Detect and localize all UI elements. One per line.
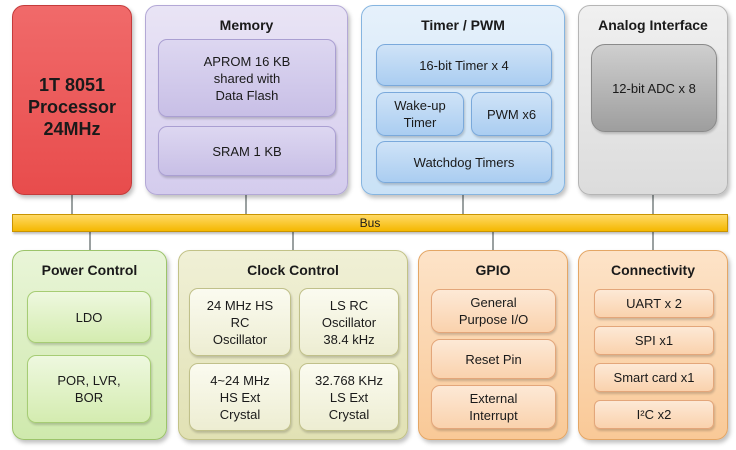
clock-hs-rc: 24 MHz HS RC Oscillator [189,288,291,356]
connector-clock [292,232,294,250]
connector-processor [71,195,73,214]
power-title: Power Control [41,262,138,278]
connectivity-i2c: I²C x2 [594,400,714,429]
connectivity-block: Connectivity UART x 2 SPI x1 Smart card … [578,250,728,440]
clock-ls-ext: 32.768 KHz LS Ext Crystal [299,363,399,431]
analog-block: Analog Interface 12-bit ADC x 8 [578,5,728,195]
analog-adc: 12-bit ADC x 8 [591,44,717,132]
memory-aprom: APROM 16 KB shared with Data Flash [158,39,336,117]
clock-title: Clock Control [247,262,339,278]
system-bus: Bus [12,214,728,232]
connectivity-title: Connectivity [610,262,695,278]
gpio-reset-pin: Reset Pin [431,339,556,379]
timer-watchdog: Watchdog Timers [376,141,552,183]
connector-gpio [492,232,494,250]
connector-connectivity [652,232,654,250]
gpio-general-purpose: General Purpose I/O [431,289,556,333]
timer-pwm: PWM x6 [471,92,552,136]
clock-hs-ext: 4~24 MHz HS Ext Crystal [189,363,291,431]
gpio-external-interrupt: External Interrupt [431,385,556,429]
clock-ls-rc: LS RC Oscillator 38.4 kHz [299,288,399,356]
processor-block: 1T 8051 Processor 24MHz [12,5,132,195]
clock-block: Clock Control 24 MHz HS RC Oscillator LS… [178,250,408,440]
analog-title: Analog Interface [598,17,708,33]
memory-title: Memory [219,17,274,33]
timer-block: Timer / PWM 16-bit Timer x 4 Wake-up Tim… [361,5,565,195]
power-ldo: LDO [27,291,151,343]
processor-label: 1T 8051 Processor 24MHz [27,75,117,139]
power-block: Power Control LDO POR, LVR, BOR [12,250,167,440]
timer-title: Timer / PWM [421,17,505,33]
gpio-title: GPIO [475,262,511,278]
connector-power [89,232,91,250]
memory-block: Memory APROM 16 KB shared with Data Flas… [145,5,348,195]
connector-timer [462,195,464,214]
gpio-block: GPIO General Purpose I/O Reset Pin Exter… [418,250,568,440]
connectivity-spi: SPI x1 [594,326,714,355]
timer-16bit: 16-bit Timer x 4 [376,44,552,86]
connector-memory [245,195,247,214]
connectivity-smart-card: Smart card x1 [594,363,714,392]
connectivity-uart: UART x 2 [594,289,714,318]
timer-wakeup: Wake-up Timer [376,92,464,136]
connector-analog [652,195,654,214]
memory-sram: SRAM 1 KB [158,126,336,176]
power-por-lvr-bor: POR, LVR, BOR [27,355,151,423]
